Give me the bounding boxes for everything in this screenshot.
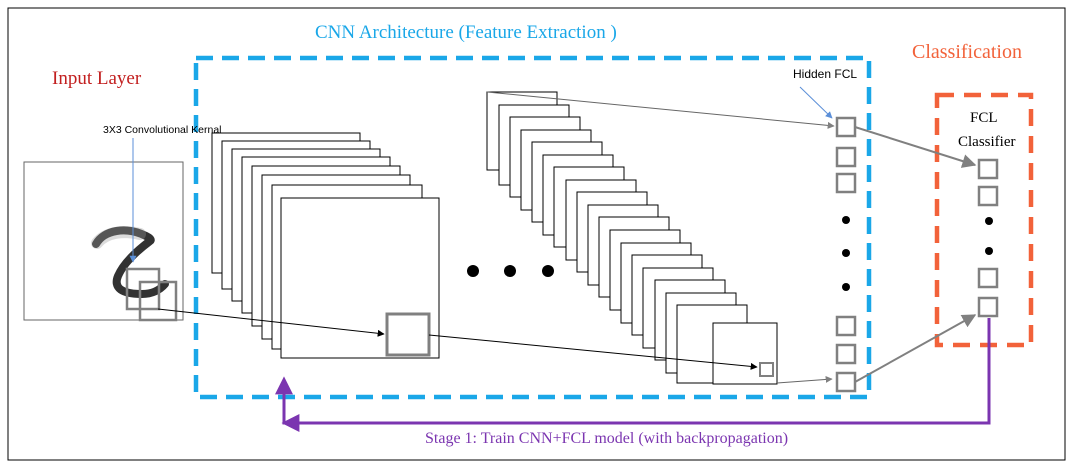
- classification-title: Classification: [912, 41, 1022, 63]
- hidden-to-classifier-bottom-arrow: [854, 314, 977, 383]
- hidden-ellipsis-dot: [842, 216, 850, 224]
- classifier-column: [977, 158, 999, 318]
- hidden-ellipsis-dot: [842, 283, 850, 291]
- input-image: [23, 161, 184, 322]
- hidden-fcl-label: Hidden FCL: [793, 67, 857, 81]
- hidden-neuron: [835, 371, 857, 393]
- feature-maps-stack-2: [486, 91, 778, 385]
- kernel-square-back: [125, 267, 161, 311]
- hidden-neuron: [835, 315, 857, 337]
- feature-map-to-small-kernel-arrow: [428, 334, 758, 370]
- feature-map-kernel: [385, 312, 431, 357]
- small-feature-kernel: [759, 362, 774, 377]
- hidden-neuron: [835, 172, 857, 194]
- hidden-to-classifier-top-arrow: [854, 126, 977, 168]
- classifier-ellipsis-dot: [985, 217, 993, 225]
- stage1-label: Stage 1: Train CNN+FCL model (with backp…: [425, 430, 788, 447]
- classifier-neuron: [977, 185, 999, 207]
- hidden-fcl-annotation-arrow: [799, 86, 833, 119]
- outer-border: [7, 7, 1066, 461]
- input-layer-title: Input Layer: [52, 68, 142, 89]
- ellipsis-dot: [504, 265, 516, 277]
- hidden-ellipsis-dot: [842, 249, 850, 257]
- hidden-fcl-column: [835, 116, 857, 393]
- classifier-ellipsis-dot: [985, 247, 993, 255]
- stack-top-to-hidden-fcl-arrow: [486, 91, 835, 129]
- ellipsis-dot: [467, 265, 479, 277]
- classifier-neuron: [977, 267, 999, 289]
- classifier-neuron: [977, 158, 999, 180]
- hidden-neuron: [835, 116, 857, 138]
- classification-box: [934, 92, 1034, 348]
- input-to-feature-map-arrow: [157, 308, 385, 337]
- stack-bottom-to-hidden-fcl-arrow: [776, 375, 833, 384]
- fcl-classifier-label-line1: FCL: [970, 110, 998, 126]
- backpropagation-arrow: [275, 318, 991, 425]
- kernel-label: 3X3 Convolutional Kernal: [103, 124, 222, 136]
- ellipsis-dot: [542, 265, 554, 277]
- kernel-square-front: [138, 280, 178, 322]
- cnn-architecture-box: [193, 55, 872, 400]
- hidden-neuron: [835, 146, 857, 168]
- cnn-architecture-title: CNN Architecture (Feature Extraction ): [315, 22, 617, 43]
- classifier-neuron: [977, 296, 999, 318]
- hidden-neuron: [835, 343, 857, 365]
- fcl-classifier-label-line2: Classifier: [958, 134, 1016, 150]
